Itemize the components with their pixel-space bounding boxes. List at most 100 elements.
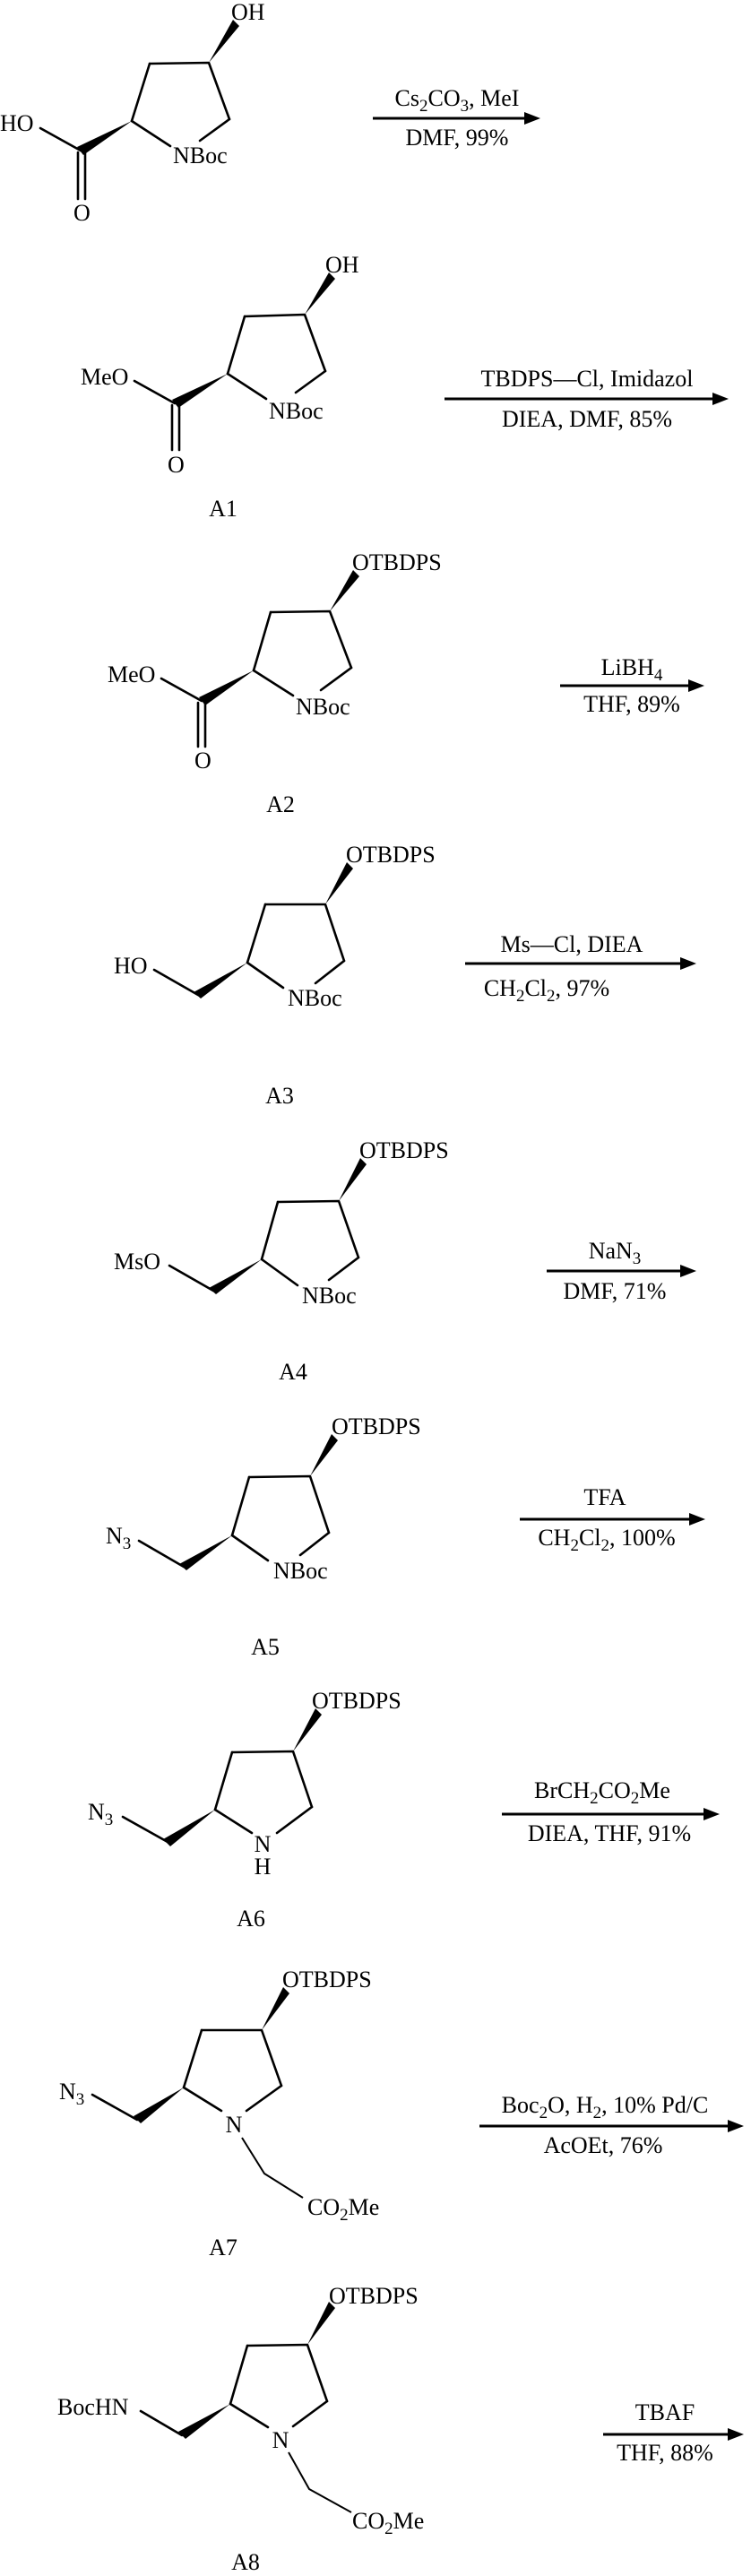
arrow-head-icon [728,2120,744,2132]
compound-label: A1 [209,496,237,522]
conditions-below: THF, 89% [583,691,680,717]
ring-bond [314,959,346,985]
substituent-left: N3 [59,2079,84,2109]
ring-bonds [230,1750,314,1809]
compound-A4: OTBDPS MsO NBoc A4 [114,1137,449,1385]
ring-bonds [148,61,231,121]
substituent-left: MsO [114,1249,160,1275]
ring-bond [230,1475,251,1537]
carbonyl-oxygen: O [168,452,185,478]
bond [121,1815,169,1844]
wedge-bond [330,570,359,611]
bond [168,1264,215,1292]
compound-label: A6 [237,1906,265,1932]
ring-bond [182,2028,203,2089]
ring-bond [229,2344,249,2406]
compound-A1: OH MeO NBoc O A1 [81,252,359,522]
ring-nitrogen: NBoc [296,694,350,720]
arrow-head-icon [688,679,704,692]
ring-bond [213,1808,254,1835]
wedge-bond [209,20,239,63]
ring-bond [226,372,268,401]
arrow-head-icon [704,1808,720,1820]
ring-bonds [247,1474,331,1534]
ring-bond [252,610,272,672]
reagent-above: Boc2O, H2, 10% Pd/C [502,2092,709,2122]
substituent-top: OTBDPS [312,1688,401,1714]
reagent-above: TBDPS—Cl, Imidazol [481,366,694,392]
ring-bond [226,315,246,376]
ring-bond [260,1200,280,1261]
ring-nitrogen: NBoc [173,143,228,169]
reaction-step-9: TBAF THF, 88% [603,2399,744,2466]
ring-nitrogen: N [226,2112,243,2138]
bond [160,677,203,703]
ring-bond [182,2086,223,2113]
reaction-step-1: Cs2CO3, MeI DMF, 99% [373,85,540,151]
conditions-below: DIEA, DMF, 85% [502,406,672,432]
reaction-step-8: Boc2O, H2, 10% Pd/C AcOEt, 76% [479,2092,744,2158]
conditions-below: CH2Cl2, 97% [484,975,609,1006]
substituent-top: OTBDPS [346,842,436,868]
compound-A8: OTBDPS BocHN N CO2Me A8 [57,2283,424,2575]
bond [91,2093,139,2122]
conditions-below: THF, 88% [617,2440,713,2466]
substituent-top: OH [231,0,265,25]
compound-A5: OTBDPS N3 NBoc A5 [106,1413,421,1660]
ring-bond [319,666,353,692]
reagent-above: TFA [583,1484,626,1510]
wedge-bond [199,670,254,705]
ring-bond [230,1534,270,1562]
ring-bond [327,1256,360,1282]
compound-A3: OTBDPS HO NBoc A3 [114,842,436,1109]
reagent-above: Ms—Cl, DIEA [501,931,643,957]
wedge-bond [262,1987,289,2030]
arrow-head-icon [680,1265,696,1277]
ring-nitrogen: N [255,1831,272,1857]
arrow-head-icon [524,112,540,125]
n-alkyl-bond [241,2137,304,2199]
ring-bond [213,1750,234,1811]
ring-nitrogen: NBoc [273,1558,328,1584]
reaction-step-7: BrCH2CO2Me DIEA, THF, 91% [502,1777,720,1846]
reagent-above: TBAF [635,2399,695,2425]
substituent-left: HO [0,110,34,136]
bond [152,968,200,997]
arrow-head-icon [689,1513,705,1526]
ring-bonds [276,1199,360,1259]
compound-A7: OTBDPS N3 N CO2Me A7 [59,1967,379,2260]
n-alkyl-bond [288,2451,352,2513]
conditions-below: AcOEt, 76% [544,2132,663,2158]
reaction-step-3: LiBH4 THF, 89% [560,654,704,717]
carbonyl-oxygen: O [73,200,91,226]
ring-bonds [263,903,346,963]
ring-bond [245,2084,283,2113]
wedge-bond [293,1708,322,1751]
ring-nitrogen: NBoc [302,1283,357,1309]
ring-bond [298,1531,331,1557]
substituent-left: N3 [106,1523,131,1553]
ring-bond [260,1258,299,1287]
substituent-top: OTBDPS [329,2283,419,2309]
arrow-head-icon [712,393,729,405]
ring-bond [198,117,231,143]
substituent-top: OTBDPS [352,549,442,575]
wedge-bond [178,2404,230,2439]
ring-nh-hydrogen: H [255,1854,272,1880]
wedge-bond [209,1259,262,1294]
wedge-bond [172,374,228,408]
ring-bond [275,1805,314,1835]
substituent-left: HO [114,953,148,979]
compound-label: A3 [265,1083,294,1109]
ring-bonds [269,609,353,670]
arrow-head-icon [728,2428,744,2441]
ring-bonds [243,313,327,373]
wedge-bond [310,1434,338,1476]
wedge-bond [307,2302,335,2345]
substituent-left: BocHN [57,2394,129,2420]
conditions-below: DIEA, THF, 91% [528,1820,691,1846]
carbonyl-oxygen: O [194,748,211,774]
compound-A6: OTBDPS N3 N H A6 [88,1688,401,1932]
arrow-head-icon [680,957,696,970]
